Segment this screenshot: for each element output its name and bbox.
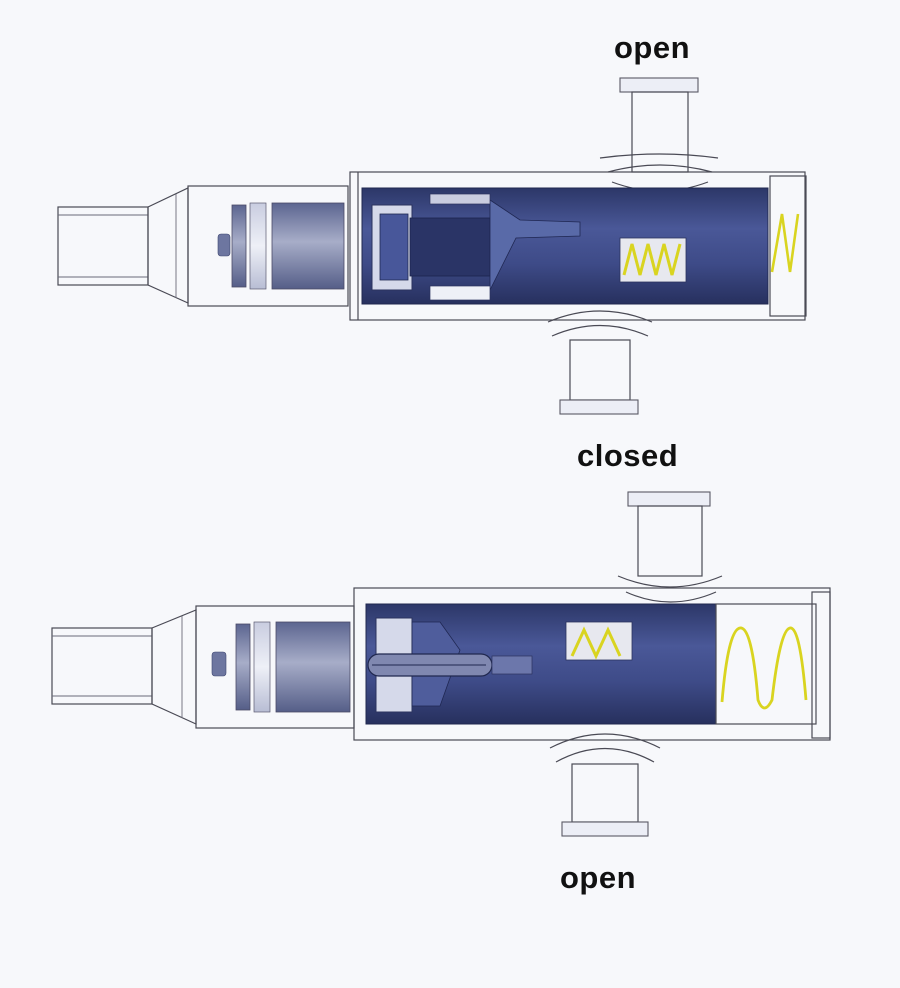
spring-inner-top — [619, 237, 687, 283]
port-top-lower — [547, 310, 653, 415]
spring-outer-top — [770, 213, 800, 273]
valve-state-label-top-open: open — [614, 30, 691, 65]
port-bottom-upper — [617, 491, 723, 603]
piston-bottom — [211, 621, 351, 713]
valve-body-bottom — [353, 587, 831, 741]
port-bottom-lower — [549, 733, 661, 837]
valve-state-label-closed: closed — [577, 438, 679, 473]
inlet-nozzle-top — [57, 185, 349, 307]
valve-state-label-bottom-open: open — [560, 860, 637, 895]
valve-assembly-bottom — [51, 491, 831, 837]
valve-body-top — [349, 171, 807, 321]
spring-outer-bottom — [720, 626, 808, 710]
spring-inner-bottom — [565, 621, 633, 661]
port-top-upper — [599, 77, 719, 192]
valve-assembly-top — [57, 77, 807, 415]
piston-top — [217, 202, 345, 290]
